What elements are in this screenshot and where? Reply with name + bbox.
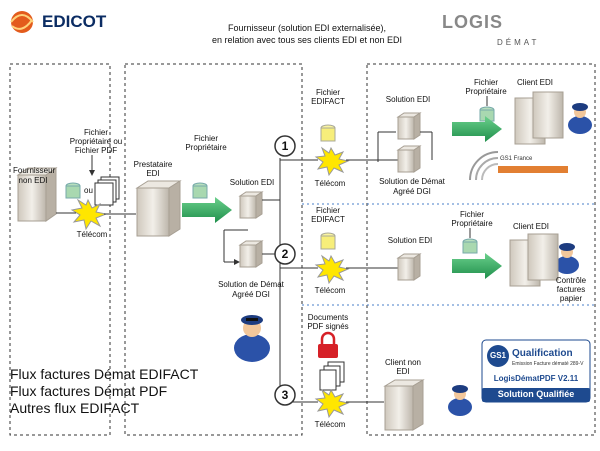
flow-number-1: 1 [281,139,289,153]
fournisseur-label-2: non EDI [18,176,48,185]
flow2-controle-1: Contrôle [555,276,587,285]
telecom-left-label: Télécom [76,230,108,239]
gs1-france-logo-icon [469,151,568,181]
fournisseur-server-icon [16,167,58,222]
flow3-client-1: Client non [384,358,422,367]
flow2-fichier-1: Fichier [315,206,340,215]
police-icon-flow1 [568,103,592,134]
logisdemat-logo-text: LOGIS [442,12,504,32]
flow3-client-2: EDI [396,367,410,376]
fournisseur-label-1: Fournisseur [13,166,56,175]
legend-item-1: Flux factures Démat EDIFACT [10,366,199,382]
edicot-logo-text: EDICOT [42,12,107,31]
fichier-label-2: Propriétaire ou [69,137,123,146]
arrow-flow2 [452,253,502,279]
prestataire-box [124,63,303,436]
flow2-controle-2: factures [556,285,586,294]
flow2-controle-3: papier [559,294,583,303]
telecom-star-left [70,198,108,231]
flow1-fichier-prop-1: Fichier [473,78,498,87]
police-icon-middle [234,315,270,362]
badge-qualification: Qualification [512,348,573,359]
middle-solution-edi-label: Solution EDI [229,178,275,187]
pdf-documents-icon [319,361,345,391]
flow1-solution-edi: Solution EDI [385,95,431,104]
flow1-fichier-prop-2: Propriétaire [465,87,507,96]
flow2-fichier-prop-2: Propriétaire [451,219,493,228]
middle-fichier-2: Propriétaire [185,143,227,152]
fournisseur-box [9,63,111,436]
middle-fichier-1: Fichier [193,134,218,143]
flow1-demat-server-icon [396,145,422,173]
fichier-label-1: Fichier [83,128,108,137]
gs1-france-text: GS1 France [500,156,533,162]
arrow-prestataire [182,197,232,223]
middle-solution-edi-icon [238,191,264,219]
flow1-demat-1: Solution de Démat [379,177,445,186]
badge-status: Solution Qualifiée [497,389,575,399]
prestataire-label-2: EDI [146,169,160,178]
legend-item-3: Autres flux EDIFACT [10,400,140,416]
flow3-documents-2: PDF signés [307,322,349,331]
flow3-documents-1: Documents [307,313,349,322]
client-edi-1-server-icon [514,91,564,145]
flow1-client-edi: Client EDI [516,78,553,87]
telecom-star-3 [314,388,350,419]
flow1-demat-2: Agréé DGI [393,187,431,196]
ou-label: ou [84,186,93,195]
client-edi-2-server-icon [509,233,559,287]
flow2-client-edi: Client EDI [512,222,549,231]
fichier-label-3: Fichier PDF [74,146,118,155]
logisdemat-logo-sub: DÉMAT [497,38,540,47]
police-icon-flow2 [555,243,579,274]
qualification-badge [481,339,591,403]
header-title-line1: Fournisseur (solution EDI externalisée), [227,23,387,33]
flow2-fichier-2: EDIFACT [311,215,345,224]
telecom-star-1 [314,146,350,177]
lock-icon [318,331,338,358]
telecom-star-2 [314,254,350,285]
flow3-telecom: Télécom [314,420,346,429]
flow2-solution-edi: Solution EDI [387,236,433,245]
middle-demat-label-1: Solution de Démat [218,280,284,289]
flow2-telecom: Télécom [314,286,346,295]
flow2-fichier-prop-1: Fichier [459,210,484,219]
prestataire-label-1: Prestataire [133,160,173,169]
legend-item-2: Flux factures Démat PDF [10,383,168,399]
header-title-line2: en relation avec tous ses clients EDI et… [211,35,403,45]
badge-gs1: GS1 [490,351,507,360]
flow1-fichier-1: Fichier [315,88,340,97]
edicot-logo-icon [10,11,34,33]
middle-demat-label-2: Agréé DGI [232,290,270,299]
police-icon-flow3 [448,385,472,416]
flow1-solution-edi-icon [396,112,422,140]
clients-box [366,63,596,436]
prestataire-server-icon [135,180,182,237]
arrow-flow1 [452,116,502,142]
flow1-telecom: Télécom [314,179,346,188]
badge-emission: Emission Facture dématé 289-V [512,361,584,367]
flow-number-3: 3 [281,388,289,402]
badge-product: LogisDématPDF V2.11 [493,374,579,383]
flow2-solution-edi-icon [396,253,422,281]
flow-number-2: 2 [281,247,289,261]
middle-demat-server-icon [238,240,264,268]
client-non-edi-server-icon [383,379,425,431]
flow1-fichier-2: EDIFACT [311,97,345,106]
